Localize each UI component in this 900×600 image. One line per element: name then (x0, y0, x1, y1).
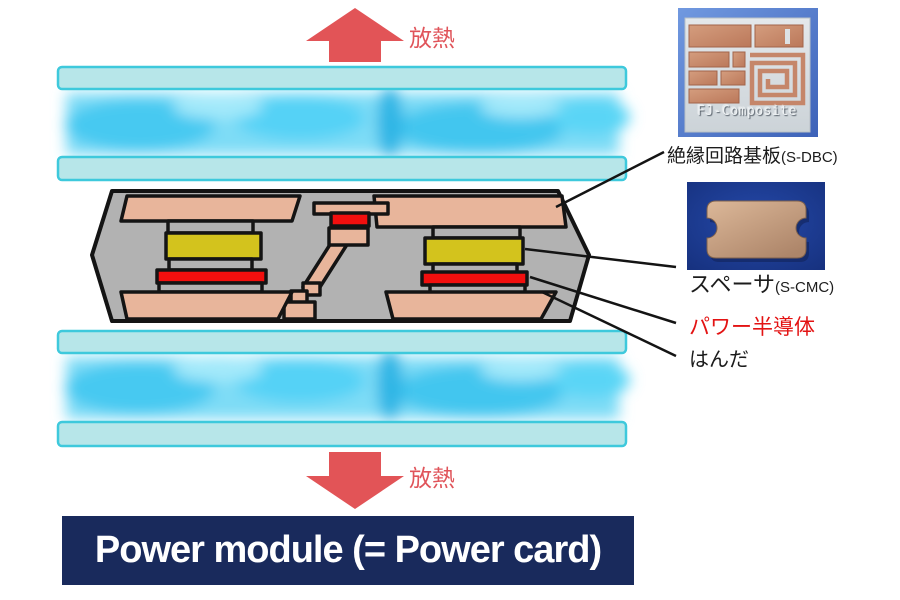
heat-arrow-up-icon (306, 8, 404, 62)
callout-substrate-main: 絶縁回路基板 (667, 146, 782, 167)
copper-slot (785, 29, 790, 44)
heat-label-top: 放熱 (409, 25, 455, 51)
lead-trace-foot (282, 300, 317, 321)
power-chip-right (420, 270, 529, 287)
lead-trace-top (327, 226, 370, 247)
copper-post-left-upper (166, 219, 255, 235)
top-cooler (56, 65, 630, 182)
bottom-cooler-lower-plate (56, 420, 628, 448)
power-chip-left (155, 268, 268, 285)
line-solder (541, 290, 677, 358)
substrate-bottom-right (384, 290, 558, 321)
gate-chip (329, 211, 371, 228)
spacer-photo-shape (706, 200, 807, 259)
photo-spacer (687, 182, 825, 270)
bottom-cooler-upper-plate (56, 329, 628, 355)
photo-substrate-caption: FJ-Composite (697, 104, 797, 119)
callout-spacer-sub: (S-CMC) (775, 279, 835, 296)
top-cooler-upper-plate (56, 65, 628, 91)
heat-label-bottom: 放熱 (409, 465, 455, 491)
substrate-top-right (372, 194, 568, 229)
bottom-coolant-flow (65, 349, 630, 421)
copper-pattern (688, 24, 804, 104)
power-module-cross-section (90, 189, 591, 323)
bottom-cooler (56, 329, 630, 448)
callout-solder: はんだ (689, 349, 749, 371)
copper-maze (749, 52, 806, 106)
callout-substrate: 絶縁回路基板(S-DBC) (667, 146, 838, 167)
line-spacer (524, 247, 677, 269)
banner-title: Power module (= Power card) (94, 529, 602, 571)
callout-spacer-main: スペーサ (689, 272, 776, 297)
banner: Power module (= Power card) (62, 516, 634, 585)
heat-arrow-down-icon (306, 452, 404, 509)
callout-substrate-sub: (S-DBC) (781, 149, 838, 166)
line-power-semiconductor (529, 275, 677, 325)
line-substrate (555, 150, 665, 209)
spacer-right (423, 236, 525, 266)
callout-power-semiconductor: パワー半導体 (689, 316, 815, 339)
top-coolant-flow (65, 86, 630, 158)
photo-substrate (678, 8, 818, 137)
substrate-top-left (119, 194, 302, 223)
substrate-bottom-left (119, 290, 294, 321)
callout-lines (524, 150, 677, 358)
callout-spacer: スペーサ(S-CMC) (689, 272, 835, 298)
spacer-left (164, 231, 263, 261)
top-cooler-lower-plate (56, 155, 628, 182)
